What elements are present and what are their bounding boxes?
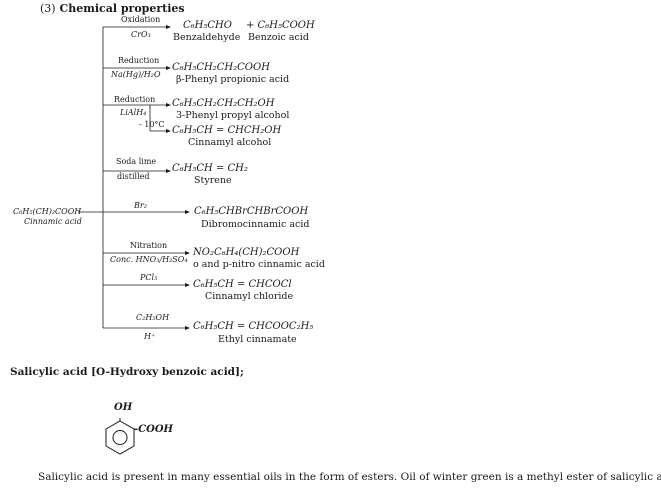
arrowhead-1 xyxy=(166,25,171,29)
product-ethyl-cinnamate: C₆H₅CH = CHCOOC₂H₅ xyxy=(193,321,314,332)
product-dibromo: C₆H₅CHBrCHBrCOOH xyxy=(194,206,309,217)
reagent-br2: Br₂ xyxy=(134,201,147,210)
reactant-name: Cinnamic acid xyxy=(24,217,82,226)
arrowhead-4 xyxy=(166,169,171,173)
reagent-hno3: Conc. HNO₃/H₂SO₄ xyxy=(110,255,188,264)
reagent-h-plus: H⁺ xyxy=(144,332,156,341)
arrowhead-7 xyxy=(185,283,190,287)
arrowhead-3 xyxy=(166,103,171,107)
reactant-formula: C₆H₅(CH)₂COOH xyxy=(13,207,82,216)
product-propionic-acid: C₆H₅CH₂CH₂COOH xyxy=(172,62,270,73)
arrowhead-8 xyxy=(185,326,190,330)
benzene-ring-structure xyxy=(105,418,135,455)
reagent-reduction-2: Reduction xyxy=(114,95,156,104)
name-propionic-acid: β-Phenyl propionic acid xyxy=(176,74,290,85)
reagent-pcl5: PCl₅ xyxy=(140,273,158,282)
reagent-nahg: Na(Hg)/H₂O xyxy=(111,70,161,79)
reagent-ethanol: C₂H₅OH xyxy=(136,313,170,322)
condition-minus-10c: - 10°C xyxy=(139,120,165,129)
reagent-reduction-1: Reduction xyxy=(118,56,160,65)
product-styrene: C₆H₅CH = CH₂ xyxy=(172,163,248,174)
arrowhead-6 xyxy=(185,251,190,255)
product-cinnamyl-alcohol: C₆H₅CH = CHCH₂OH xyxy=(172,125,282,136)
salicylic-heading: Salicylic acid [O-Hydroxy benzoic acid]; xyxy=(10,366,244,378)
arrowhead-5 xyxy=(185,210,190,214)
name-dibromo: Dibromocinnamic acid xyxy=(201,219,310,230)
product-benzoic-acid: + C₆H₅COOH xyxy=(246,20,315,31)
name-ethyl-cinnamate: Ethyl cinnamate xyxy=(218,334,297,345)
product-cinnamyl-chloride: C₆H₅CH = CHCOCl xyxy=(193,279,292,290)
section-title: Chemical properties xyxy=(59,2,185,15)
section-number: (3) xyxy=(40,2,56,15)
name-cinnamyl-chloride: Cinnamyl chloride xyxy=(205,291,294,302)
product-nitro: NO₂C₆H₄(CH)₂COOH xyxy=(193,247,300,258)
reagent-distilled: distilled xyxy=(117,172,150,181)
product-propyl-alcohol: C₆H₅CH₂CH₂CH₂OH xyxy=(172,98,275,109)
cooh-label: -COOH xyxy=(134,424,173,435)
oh-label: OH xyxy=(114,402,133,413)
benzene-inner-circle xyxy=(112,430,128,445)
salicylic-description: Salicylic acid is present in many essent… xyxy=(38,471,661,483)
name-benzaldehyde: Benzaldehyde xyxy=(173,32,241,43)
name-styrene: Styrene xyxy=(194,175,232,186)
name-cinnamyl-alcohol: Cinnamyl alcohol xyxy=(188,137,272,148)
name-propyl-alcohol: 3-Phenyl propyl alcohol xyxy=(176,110,290,121)
reagent-lialh4: LiAlH₄ xyxy=(120,108,147,117)
reagent-nitration: Nitration xyxy=(130,241,168,250)
section-heading: (3) Chemical properties xyxy=(40,3,185,14)
name-nitro: o and p-nitro cinnamic acid xyxy=(193,259,325,270)
product-benzaldehyde: C₆H₅CHO xyxy=(183,20,232,31)
name-benzoic-acid: Benzoic acid xyxy=(248,32,309,43)
benzene-hexagon xyxy=(105,420,135,455)
reagent-oxidation: Oxidation xyxy=(121,15,161,24)
arrowhead-2 xyxy=(166,66,171,70)
reagent-cro3: CrO₃ xyxy=(131,30,151,39)
reagent-soda-lime: Soda lime xyxy=(116,157,157,166)
arrowhead-3b xyxy=(166,129,171,133)
